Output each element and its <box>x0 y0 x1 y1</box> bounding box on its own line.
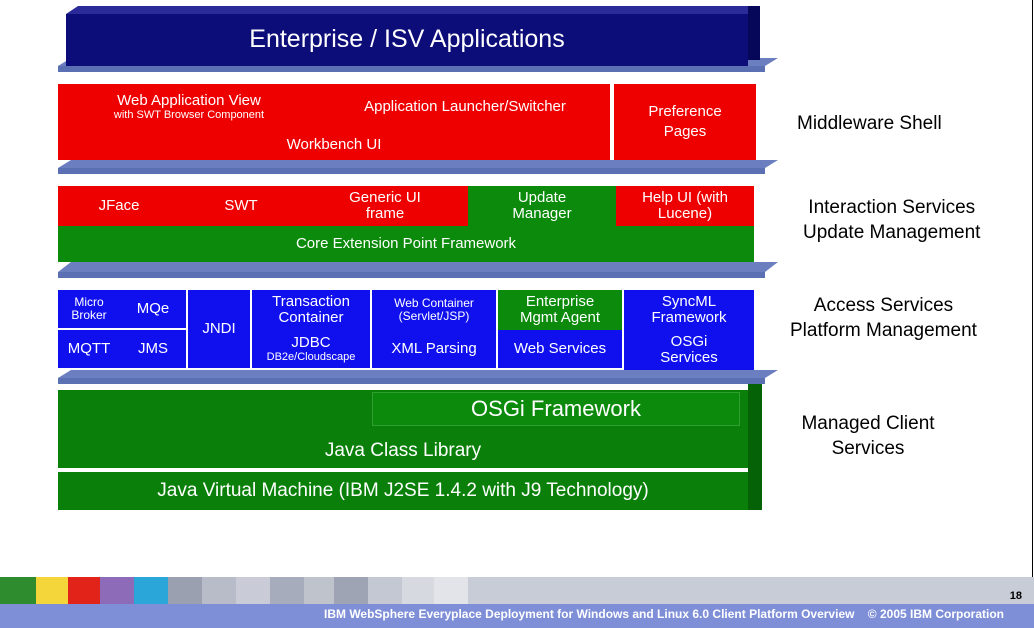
jms-block: JMS <box>120 330 186 368</box>
osgi-services-label: OSGi Services <box>660 332 718 366</box>
slab-4 <box>58 378 765 384</box>
syncml-framework-block: SyncML Framework <box>624 290 754 330</box>
enterprise-applications-block: Enterprise / ISV Applications <box>66 14 748 66</box>
osgi-services-block: OSGi Services <box>624 330 754 370</box>
slab-4-top <box>58 370 778 378</box>
web-application-view-block: Web Application View with SWT Browser Co… <box>58 84 320 130</box>
update-management-label: Update Management <box>803 221 981 243</box>
slab-2-top <box>58 160 778 168</box>
base-side-face <box>748 384 762 510</box>
micro-broker-label: Micro Broker <box>71 294 107 322</box>
help-ui-label: Help UI (with Lucene) <box>642 188 728 222</box>
web-container-label: Web Container <box>394 295 474 310</box>
slab-3 <box>58 272 765 278</box>
jndi-block: JNDI <box>188 290 250 368</box>
web-services-block: Web Services <box>498 330 622 368</box>
page-number: 18 <box>1009 590 1022 602</box>
workbench-ui-block: Workbench UI <box>58 130 610 160</box>
interaction-services-label: Interaction Services <box>808 197 976 218</box>
preference-pages-label: Preference Pages <box>648 102 722 140</box>
jdbc-sublabel: DB2e/Cloudscape <box>266 351 356 364</box>
syncml-framework-label: SyncML Framework <box>651 292 727 326</box>
jndi-label: JNDI <box>202 319 236 337</box>
swt-block: SWT <box>180 186 302 226</box>
java-virtual-machine-block: Java Virtual Machine (IBM J2SE 1.4.2 wit… <box>58 472 748 510</box>
platform-management-label: Platform Management <box>790 319 977 341</box>
preference-pages-block: Preference Pages <box>614 84 756 160</box>
slab-separators <box>58 6 778 510</box>
access-services-label: Access Services <box>813 295 954 316</box>
mqe-label: MQe <box>136 299 170 317</box>
side-label-access: Access Services Platform Management <box>790 294 977 343</box>
services-label: Services <box>831 437 905 459</box>
transaction-container-label: Transaction Container <box>272 292 350 326</box>
web-container-sublabel: (Servlet/JSP) <box>398 309 470 323</box>
web-services-label: Web Services <box>513 339 607 357</box>
web-application-view-label: Web Application View <box>117 91 261 109</box>
managed-client-label: Managed Client <box>801 413 935 434</box>
web-container-block: Web Container (Servlet/JSP) <box>372 290 496 330</box>
footer-title: IBM WebSphere Everyplace Deployment for … <box>323 607 855 621</box>
middleware-shell-label: Middleware Shell <box>797 113 942 134</box>
footer-caption-strip <box>0 604 1034 628</box>
xml-parsing-block: XML Parsing <box>372 330 496 368</box>
swt-label: SWT <box>224 196 258 214</box>
jface-block: JFace <box>58 186 180 226</box>
web-application-view-sublabel: with SWT Browser Component <box>113 109 265 122</box>
enterprise-top-face <box>66 6 760 14</box>
java-class-library-label: Java Class Library <box>324 440 482 462</box>
jms-label: JMS <box>138 339 168 357</box>
footer-caption: IBM WebSphere Everyplace Deployment for … <box>324 607 1004 621</box>
enterprise-mgmt-agent-label: Enterprise Mgmt Agent <box>519 292 601 326</box>
enterprise-side-face <box>748 6 760 60</box>
mqe-block: MQe <box>120 290 186 328</box>
slab-2 <box>58 168 765 174</box>
java-virtual-machine-label: Java Virtual Machine (IBM J2SE 1.4.2 wit… <box>157 479 649 501</box>
transaction-container-block: Transaction Container <box>252 290 370 330</box>
enterprise-mgmt-agent-block: Enterprise Mgmt Agent <box>498 290 622 330</box>
side-label-middleware: Middleware Shell <box>797 112 942 137</box>
osgi-framework-label: OSGi Framework <box>471 395 641 421</box>
core-extension-point-label: Core Extension Point Framework <box>295 234 517 252</box>
xml-parsing-label: XML Parsing <box>391 339 477 357</box>
slab-3-top <box>58 262 778 272</box>
mqtt-block: MQTT <box>58 330 120 368</box>
update-manager-block: Update Manager <box>468 186 616 226</box>
side-label-managed: Managed Client Services <box>793 412 943 461</box>
jface-label: JFace <box>98 196 140 214</box>
enterprise-applications-label: Enterprise / ISV Applications <box>249 25 565 54</box>
micro-broker-block: Micro Broker <box>58 290 120 328</box>
jdbc-block: JDBC DB2e/Cloudscape <box>252 330 370 368</box>
help-ui-block: Help UI (with Lucene) <box>616 186 754 226</box>
generic-ui-frame-block: Generic UI frame <box>302 186 468 226</box>
jdbc-label: JDBC <box>291 333 331 351</box>
core-extension-point-block: Core Extension Point Framework <box>58 226 754 262</box>
footer-copyright: © 2005 IBM Corporation <box>867 607 1004 621</box>
application-launcher-block: Application Launcher/Switcher <box>320 84 610 130</box>
workbench-ui-label: Workbench UI <box>286 135 382 153</box>
update-manager-label: Update Manager <box>512 188 572 222</box>
osgi-framework-block: OSGi Framework <box>372 392 740 426</box>
slab-1 <box>58 66 765 72</box>
application-launcher-label: Application Launcher/Switcher <box>364 97 566 115</box>
generic-ui-frame-label: Generic UI frame <box>349 188 421 222</box>
side-label-interaction: Interaction Services Update Management <box>803 196 980 245</box>
mqtt-label: MQTT <box>67 339 111 357</box>
